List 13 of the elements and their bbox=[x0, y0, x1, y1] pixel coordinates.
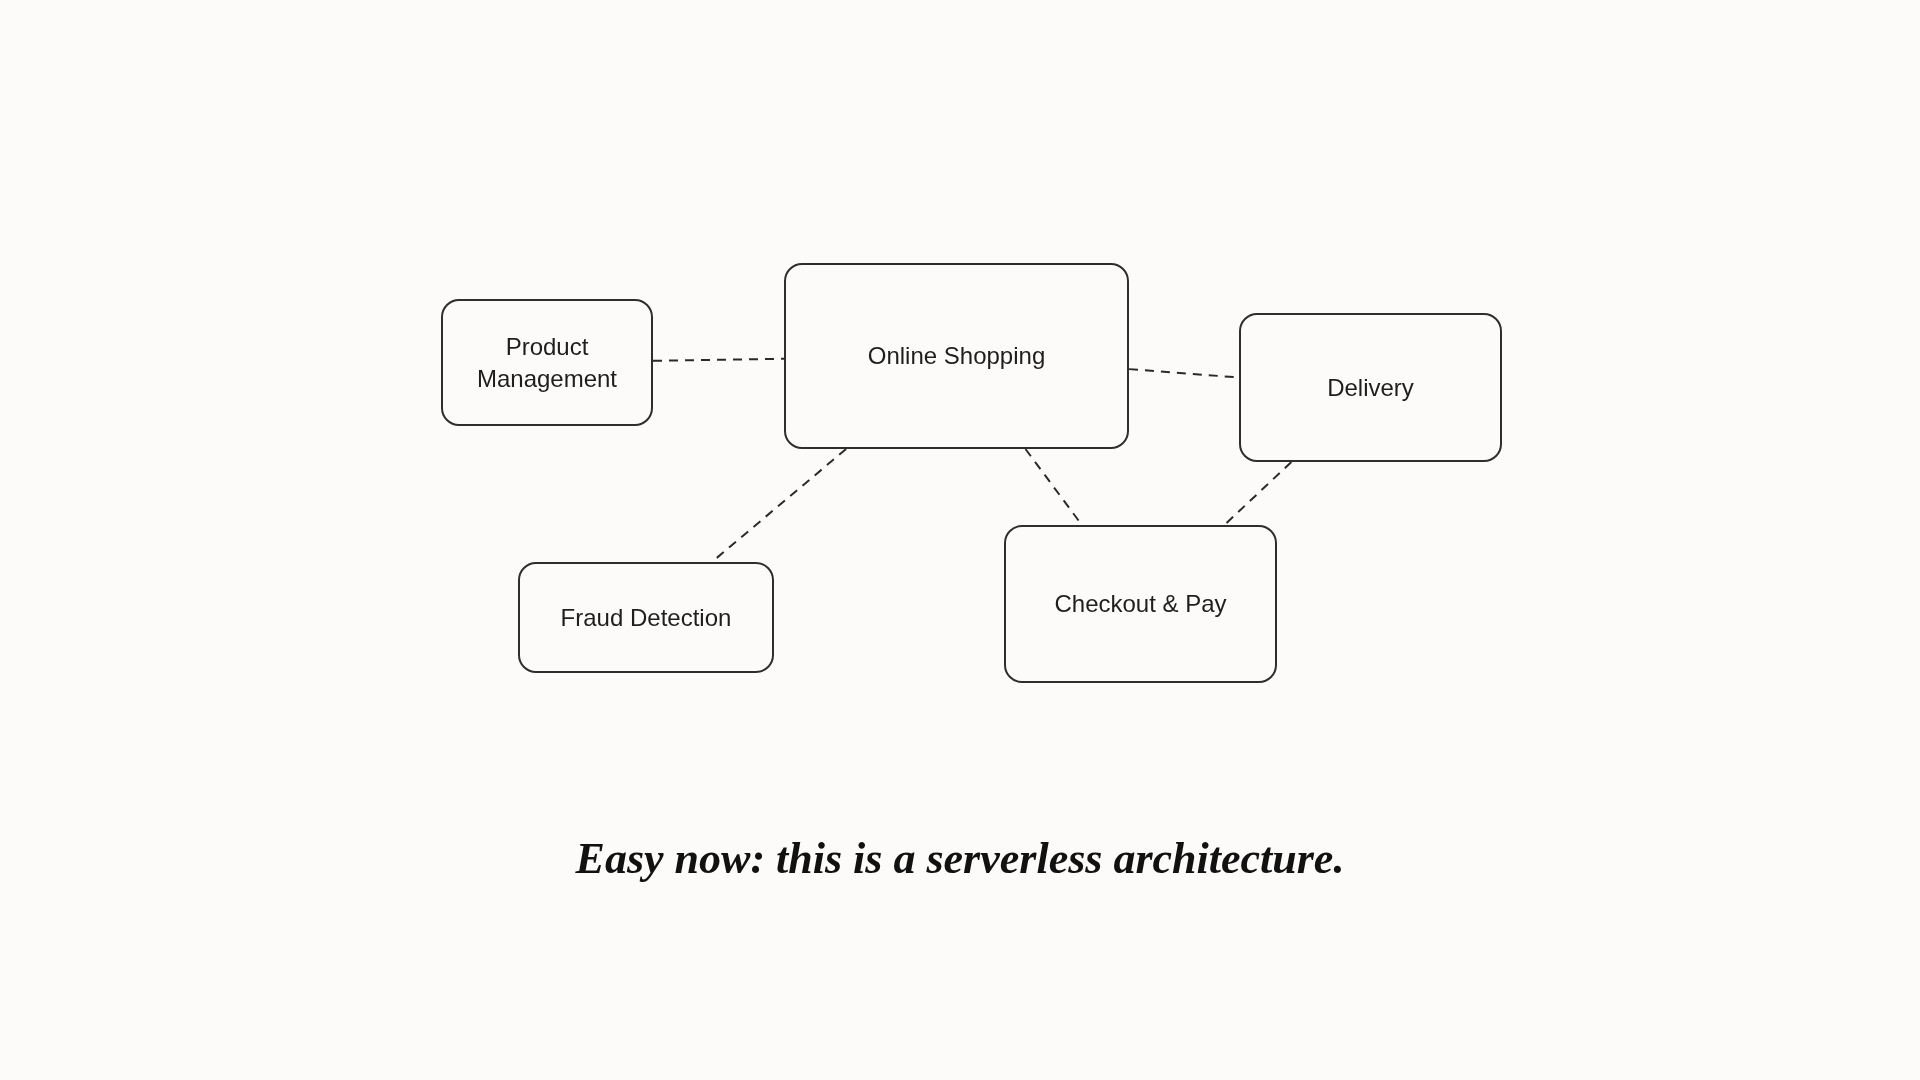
service-box bbox=[1239, 313, 1502, 462]
service-box bbox=[784, 263, 1129, 449]
service-box bbox=[518, 562, 774, 673]
dashed-connector bbox=[652, 357, 785, 362]
box-label: Checkout & Pay bbox=[1054, 589, 1227, 619]
dashed-connector bbox=[1223, 461, 1293, 526]
service-box bbox=[1004, 525, 1277, 683]
caption: Easy now: this is a serverless architecture. bbox=[575, 833, 1345, 885]
box-label: Online Shopping bbox=[867, 341, 1046, 371]
box-label: Delivery bbox=[1327, 372, 1414, 403]
service-box bbox=[441, 299, 653, 426]
box-label: Fraud Detection bbox=[560, 602, 732, 633]
box-label: Product Management bbox=[475, 331, 619, 394]
